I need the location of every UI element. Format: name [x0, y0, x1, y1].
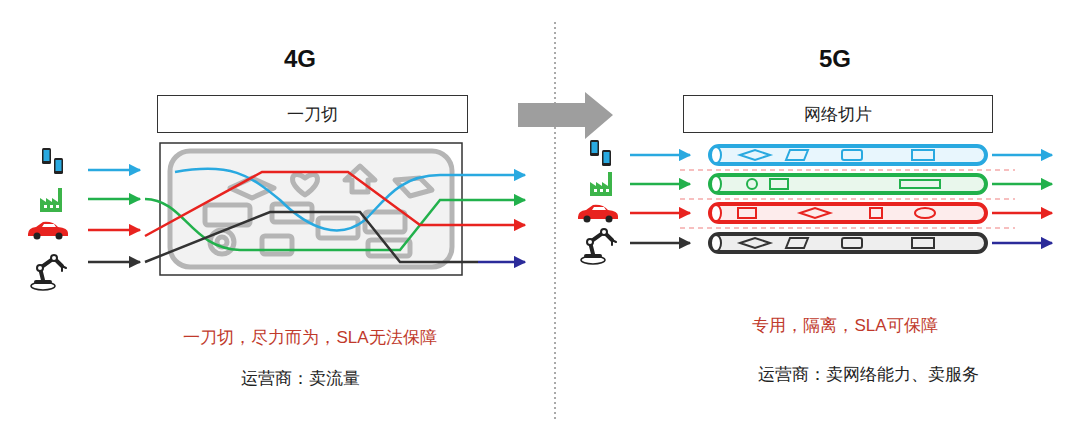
network-slices	[630, 146, 1052, 252]
box-label: 网络切片	[804, 103, 872, 126]
box-label: 一刀切	[287, 103, 338, 126]
divider	[555, 22, 556, 420]
traffic-flows	[88, 169, 525, 262]
caption-text: 一刀切，尽力而为，SLA无法保障	[183, 326, 436, 349]
transition-arrow	[518, 92, 613, 139]
shared-network	[160, 143, 462, 275]
device-icons	[28, 148, 68, 290]
caption-text: 专用，隔离，SLA可保障	[752, 314, 937, 337]
caption-text: 运营商：卖流量	[241, 367, 360, 390]
generation-heading: 5G	[819, 45, 851, 73]
generation-heading: 4G	[284, 45, 316, 73]
title-box: 网络切片	[683, 95, 993, 133]
caption-text: 运营商：卖网络能力、卖服务	[758, 363, 979, 386]
title-box: 一刀切	[157, 95, 468, 133]
device-icons	[578, 140, 618, 264]
